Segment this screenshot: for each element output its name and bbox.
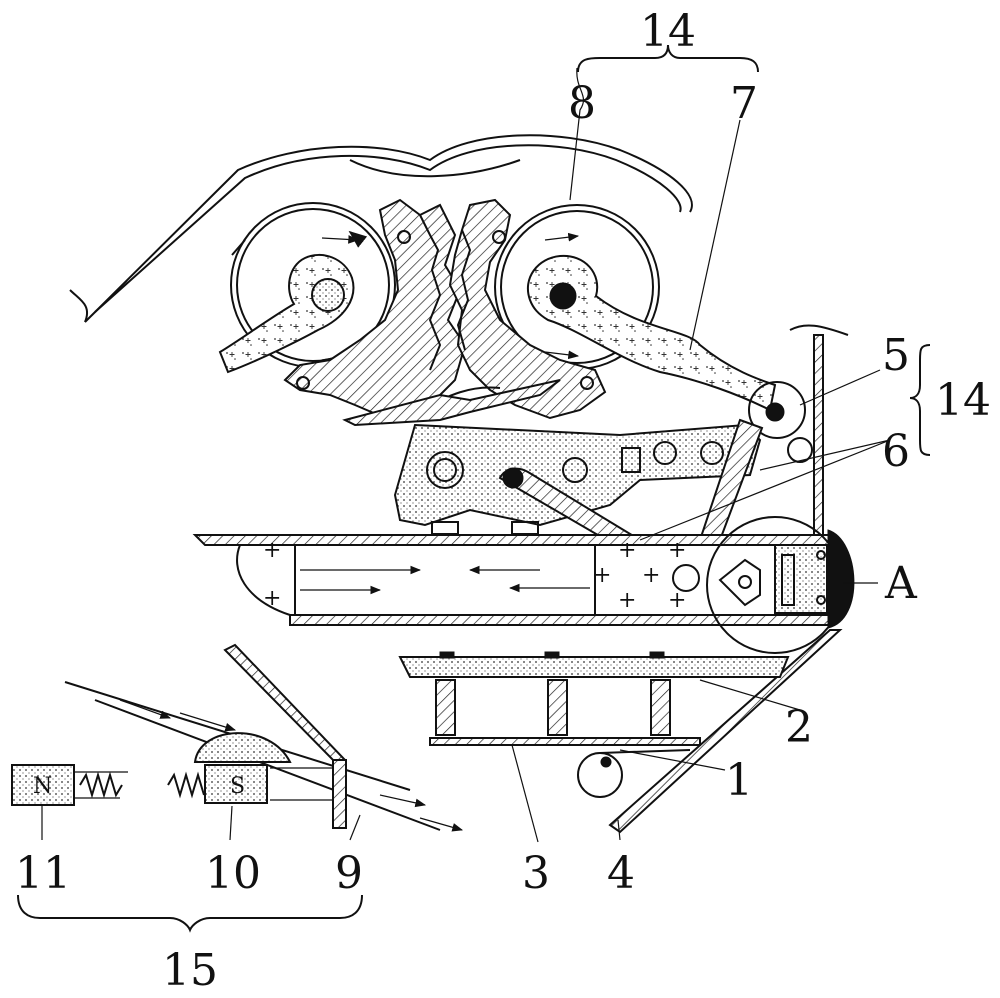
gear-assembly xyxy=(283,198,607,427)
label-a: A xyxy=(884,558,918,609)
svg-text:+: + xyxy=(668,538,686,563)
label-10: 10 xyxy=(205,848,261,899)
horizontal-beam: + + + + + + + + xyxy=(192,534,831,626)
svg-text:+: + xyxy=(668,588,686,613)
label-5: 5 xyxy=(882,330,910,381)
magnet-north-mark: N xyxy=(33,774,52,799)
svg-text:+: + xyxy=(263,538,281,563)
magnet-south-mark: S xyxy=(230,774,245,799)
svg-text:+: + xyxy=(642,563,660,588)
leader-lines xyxy=(17,44,931,933)
svg-text:+: + xyxy=(593,563,611,588)
label-8: 8 xyxy=(568,78,596,129)
label-3: 3 xyxy=(522,848,550,899)
label-9: 9 xyxy=(335,848,363,899)
label-1: 1 xyxy=(725,755,753,806)
vertical-plate xyxy=(789,324,849,541)
detail-circle-a xyxy=(706,516,855,654)
label-11: 11 xyxy=(15,848,71,899)
label-14-right: 14 xyxy=(935,375,991,426)
label-2: 2 xyxy=(785,702,813,753)
svg-text:+: + xyxy=(618,538,636,563)
svg-text:+: + xyxy=(618,588,636,613)
label-4: 4 xyxy=(607,848,635,899)
upper-shell xyxy=(69,134,693,323)
label-15: 15 xyxy=(162,945,218,996)
svg-text:+: + xyxy=(263,586,281,611)
label-6: 6 xyxy=(882,426,910,477)
slide-assembly: N S xyxy=(11,643,464,832)
label-7: 7 xyxy=(730,78,758,129)
lower-support xyxy=(398,629,843,834)
label-14-top: 14 xyxy=(640,6,696,57)
pulley-5 xyxy=(748,381,813,463)
mount-bracket xyxy=(393,423,762,535)
labels: 14 8 7 5 14 6 A 2 1 3 4 9 10 11 15 xyxy=(15,6,991,996)
